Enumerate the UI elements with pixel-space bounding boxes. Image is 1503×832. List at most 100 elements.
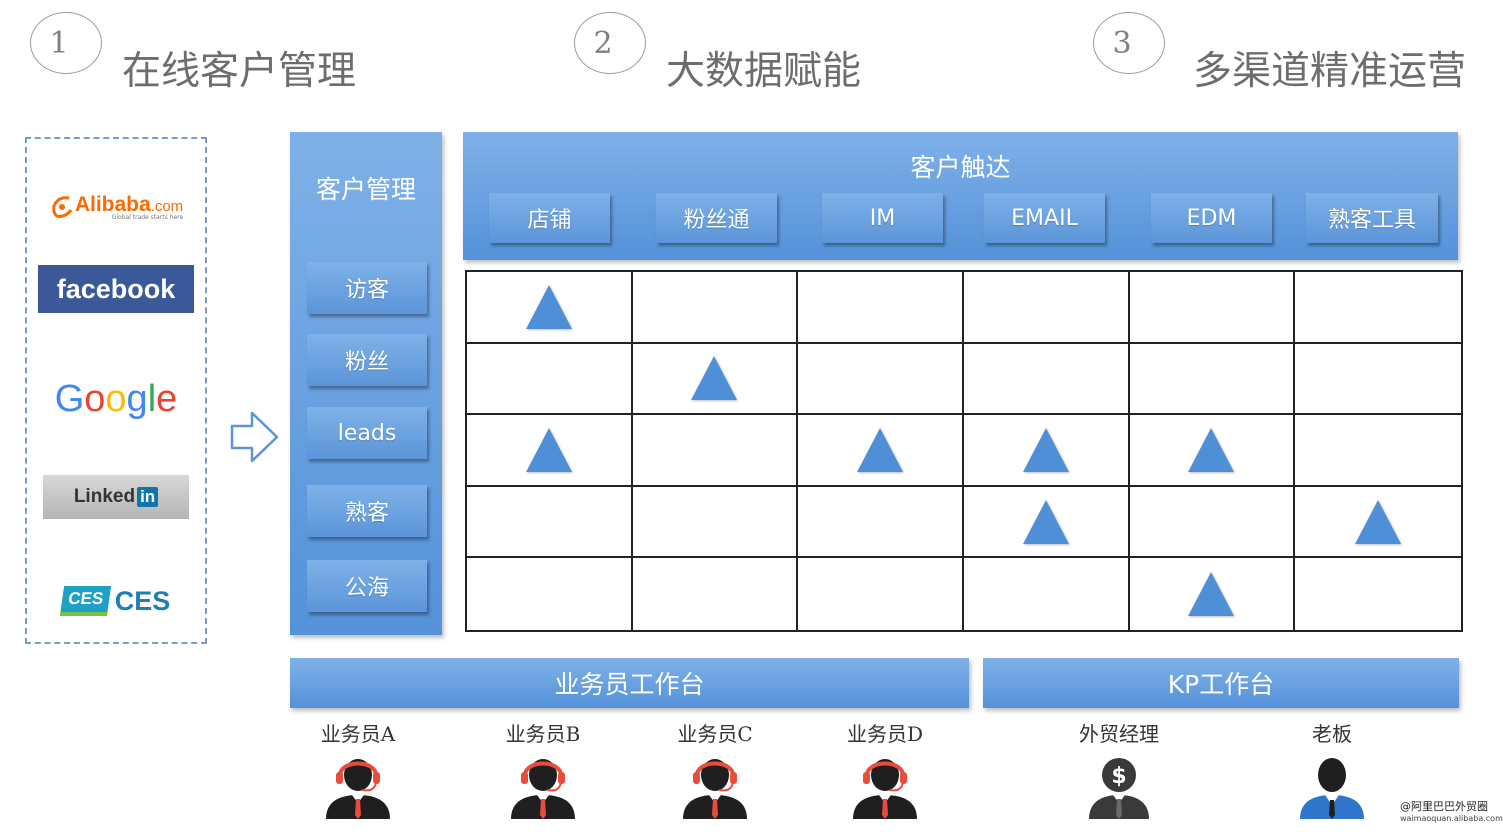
google-letter: l — [147, 377, 157, 420]
headset-agent-icon — [326, 759, 390, 819]
channel-regular-tools[interactable]: 熟客工具 — [1306, 193, 1438, 243]
person-label: 业务员A — [320, 722, 396, 746]
person-agent-b: 业务员B — [483, 718, 603, 819]
ces-badge-icon: CES — [59, 586, 111, 616]
linkedin-in-badge: in — [137, 487, 159, 507]
facebook-wordmark: facebook — [38, 265, 194, 313]
matrix-cell — [964, 486, 1130, 559]
person-label: 外贸经理 — [1079, 722, 1159, 746]
step-title: 多渠道精准运营 — [1193, 49, 1467, 94]
matrix-cell — [467, 558, 633, 630]
google-letter: o — [84, 377, 106, 420]
matrix-cell — [1295, 344, 1461, 416]
matrix-cell — [633, 558, 799, 630]
facebook-logo: facebook — [27, 265, 205, 313]
triangle-marker-icon — [1188, 427, 1235, 472]
headset-agent-icon — [683, 759, 747, 819]
matrix-cell — [964, 415, 1130, 487]
triangle-marker-icon — [1022, 427, 1069, 472]
alibaba-suffix: .com — [150, 197, 184, 215]
matrix-cell — [632, 486, 799, 559]
customer-reach-panel: 客户触达 — [463, 132, 1458, 260]
triangle-marker-icon — [1355, 499, 1402, 544]
step-title: 在线客户管理 — [122, 49, 357, 94]
ces-wordmark: CES — [114, 585, 171, 616]
step-number-circle: 3 — [1093, 12, 1165, 74]
customer-management-title: 客户管理 — [315, 175, 416, 204]
google-letter: G — [54, 377, 85, 420]
step-title: 大数据赋能 — [666, 49, 862, 94]
matrix-cell — [964, 343, 1130, 416]
alibaba-logo: Alibaba.com Global trade starts here — [27, 187, 205, 227]
matrix-cell — [1129, 272, 1296, 344]
person-label: 业务员C — [677, 722, 753, 746]
matrix-cell — [467, 343, 633, 416]
cm-item-regulars[interactable]: 熟客 — [307, 485, 427, 537]
matrix-cell — [1129, 415, 1296, 487]
google-letter: o — [105, 377, 127, 420]
watermark-line2: waimaoquan.alibaba.com — [1400, 814, 1503, 823]
person-agent-d: 业务员D — [825, 718, 945, 819]
person-agent-a: 业务员A — [298, 718, 418, 819]
linkedin-logo: Linked in — [27, 475, 205, 519]
matrix-cell — [798, 343, 964, 416]
triangle-marker-icon — [857, 427, 904, 472]
matrix-cell — [798, 272, 964, 344]
matrix-cell — [467, 415, 633, 487]
kp-workbench-bar: KP工作台 — [983, 658, 1459, 708]
headset-agent-icon — [511, 759, 575, 819]
alibaba-tagline: Global trade starts here — [111, 213, 184, 221]
matrix-cell — [467, 272, 633, 344]
cm-item-fans[interactable]: 粉丝 — [307, 334, 427, 386]
matrix-cell — [632, 343, 799, 416]
channel-edm[interactable]: EDM — [1151, 193, 1272, 243]
google-letter: g — [126, 377, 148, 420]
google-letter: e — [156, 377, 178, 420]
cm-item-leads[interactable]: leads — [307, 407, 427, 459]
triangle-marker-icon — [525, 284, 572, 329]
triangle-marker-icon — [525, 427, 572, 472]
person-label: 业务员D — [846, 722, 924, 746]
triangle-marker-icon — [1022, 499, 1069, 544]
matrix-cell — [1295, 558, 1461, 630]
person-boss: 老板 — [1272, 718, 1392, 819]
person-agent-c: 业务员C — [655, 718, 775, 819]
customer-reach-title: 客户触达 — [910, 153, 1011, 182]
channel-fanstong[interactable]: 粉丝通 — [656, 193, 777, 243]
watermark-line1: @阿里巴巴外贸圈 — [1400, 800, 1488, 813]
sales-workbench-bar: 业务员工作台 — [290, 658, 969, 708]
matrix-cell — [1295, 415, 1461, 487]
triangle-marker-icon — [1188, 572, 1235, 617]
channel-email[interactable]: EMAIL — [984, 193, 1105, 243]
matrix-cell — [1295, 487, 1461, 559]
ces-logo: CES CES — [27, 579, 205, 623]
matrix-cell — [467, 486, 633, 559]
linkedin-wordmark: Linked — [73, 486, 136, 507]
cm-item-public-pool[interactable]: 公海 — [307, 560, 427, 612]
matrix-cell — [798, 415, 964, 487]
person-label: 老板 — [1312, 722, 1352, 746]
matrix-cell — [1130, 558, 1296, 630]
channel-im[interactable]: IM — [822, 193, 943, 243]
money-manager-icon: $ — [1089, 758, 1149, 819]
matrix-cell — [1129, 343, 1296, 416]
matrix-cell — [798, 486, 964, 559]
reach-matrix-grid — [465, 270, 1463, 632]
matrix-cell — [1295, 272, 1461, 344]
step-number-circle: 1 — [30, 12, 102, 74]
matrix-cell — [964, 558, 1130, 630]
flow-arrow-icon — [230, 411, 279, 463]
step-number-circle: 2 — [574, 12, 646, 74]
watermark: @阿里巴巴外贸圈 waimaoquan.alibaba.com — [1400, 801, 1503, 825]
matrix-cell — [798, 558, 964, 630]
person-trade-manager: 外贸经理 $ — [1059, 718, 1179, 819]
person-label: 业务员B — [505, 722, 581, 746]
source-platforms-box: Alibaba.com Global trade starts here fac… — [25, 137, 207, 644]
svg-text:$: $ — [1111, 764, 1126, 789]
channel-store[interactable]: 店铺 — [489, 193, 610, 243]
cm-item-visitor[interactable]: 访客 — [307, 262, 427, 314]
boss-icon — [1300, 758, 1364, 819]
alibaba-wordmark: Alibaba — [74, 192, 151, 216]
triangle-marker-icon — [691, 356, 738, 401]
